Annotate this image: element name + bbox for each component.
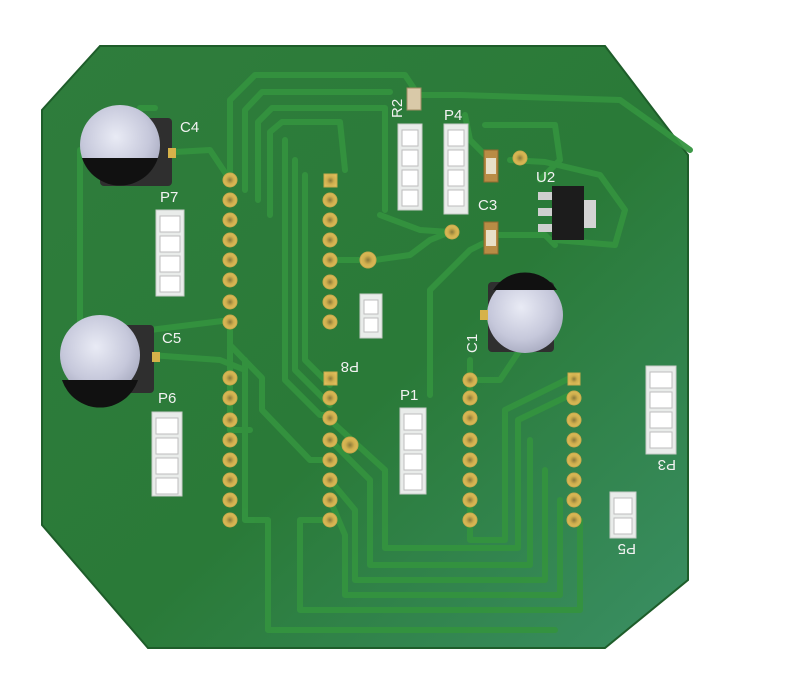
c1-label: C1 [464, 334, 481, 353]
p6-label: P6 [158, 390, 176, 407]
connector-p6 [151, 411, 183, 497]
connector-p8 [359, 293, 383, 339]
r2-label: R2 [389, 99, 406, 118]
p4-label: P4 [444, 107, 462, 124]
header-right-pads [444, 150, 582, 528]
copper-traces [77, 72, 693, 633]
connector-p7 [155, 209, 185, 297]
capacitor-c4 [80, 105, 176, 186]
p3-label: P3 [658, 456, 676, 473]
ic-socket-lower-pads [322, 371, 478, 528]
pcb-board [41, 45, 689, 649]
u2-label: U2 [536, 169, 555, 186]
header-left-upper [222, 172, 238, 330]
ic-socket-upper-pads [322, 173, 377, 330]
resistor-r2 [406, 87, 422, 111]
regulator-u2 [538, 186, 596, 240]
p5-label: P5 [618, 540, 636, 557]
c5-label: C5 [162, 330, 181, 347]
p8-label: P8 [341, 358, 359, 375]
p1-label: P1 [400, 387, 418, 404]
capacitor-c5 [60, 315, 160, 408]
c4-label: C4 [180, 119, 199, 136]
p7-label: P7 [160, 189, 178, 206]
connector-p3 [645, 365, 677, 455]
header-left-lower [222, 370, 238, 528]
connector-p5 [609, 491, 637, 539]
capacitor-c3 [483, 149, 499, 255]
capacitor-c1 [480, 272, 563, 353]
connector-near-r2 [397, 123, 423, 211]
connector-p1 [399, 407, 427, 495]
connector-p4 [443, 123, 469, 215]
c3-label: C3 [478, 197, 497, 214]
